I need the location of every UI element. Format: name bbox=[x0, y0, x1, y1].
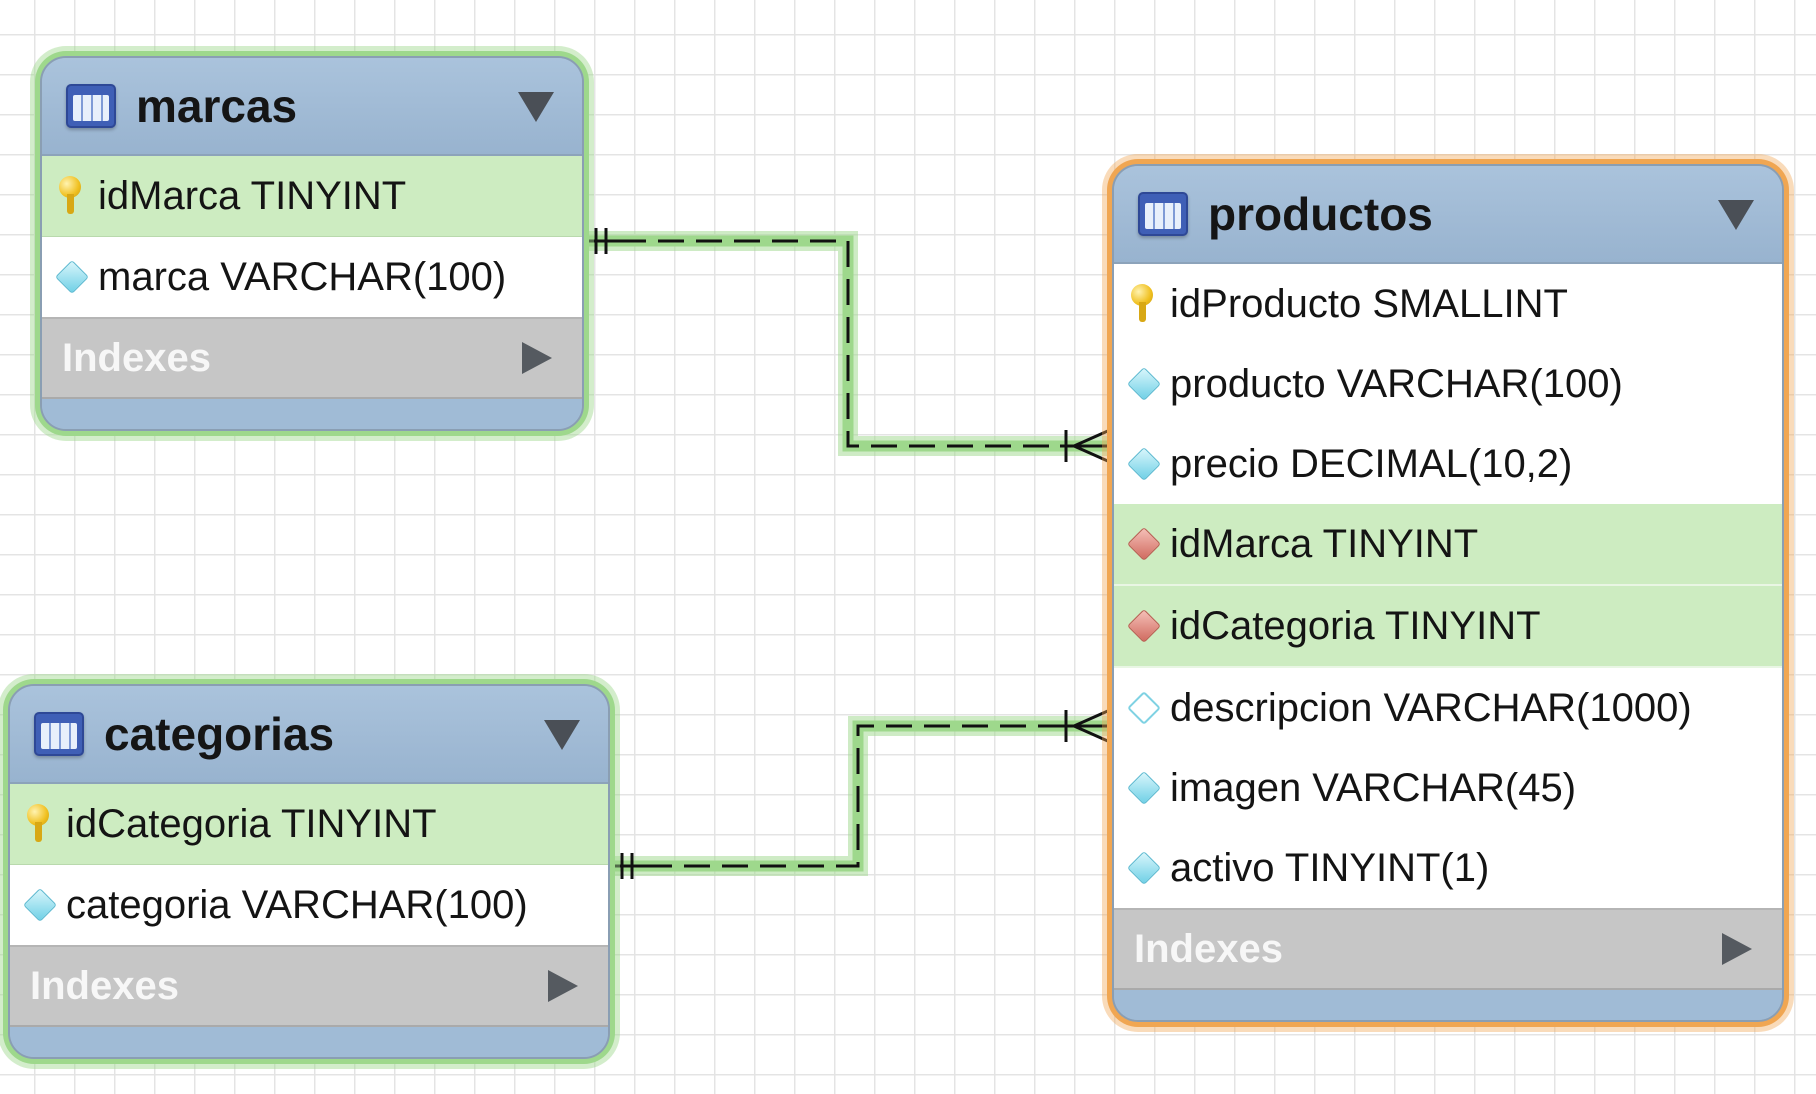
column-row[interactable]: activo TINYINT(1) bbox=[1114, 828, 1782, 908]
table-icon bbox=[66, 84, 116, 128]
collapse-toggle-icon[interactable] bbox=[544, 720, 580, 750]
column-label: imagen VARCHAR(45) bbox=[1170, 765, 1577, 810]
table-marcas[interactable]: marcas idMarca TINYINT marca VARCHAR(100… bbox=[40, 56, 584, 431]
column-row[interactable]: descripcion VARCHAR(1000) bbox=[1114, 668, 1782, 748]
column-label: idCategoria TINYINT bbox=[1170, 603, 1541, 648]
collapse-toggle-icon[interactable] bbox=[1718, 200, 1754, 230]
primary-key-icon bbox=[27, 804, 51, 844]
column-row[interactable]: idProducto SMALLINT bbox=[1114, 264, 1782, 344]
table-title: categorias bbox=[104, 708, 335, 760]
column-label: idMarca TINYINT bbox=[98, 173, 407, 218]
relationship-categorias-productos[interactable] bbox=[608, 708, 1111, 879]
table-productos[interactable]: productos idProducto SMALLINT producto V… bbox=[1112, 164, 1784, 1022]
table-categorias[interactable]: categorias idCategoria TINYINT categoria… bbox=[8, 684, 610, 1059]
column-icon bbox=[1127, 447, 1161, 481]
foreign-key-icon bbox=[1127, 609, 1161, 643]
column-label: producto VARCHAR(100) bbox=[1170, 361, 1623, 406]
table-header[interactable]: productos bbox=[1114, 166, 1782, 264]
column-label: categoria VARCHAR(100) bbox=[66, 882, 528, 927]
table-icon bbox=[34, 712, 84, 756]
indexes-label: Indexes bbox=[62, 336, 211, 380]
relationship-marcas-productos[interactable] bbox=[582, 228, 1111, 464]
primary-key-icon bbox=[59, 176, 83, 216]
collapse-toggle-icon[interactable] bbox=[518, 92, 554, 122]
column-icon bbox=[23, 888, 57, 922]
column-icon bbox=[55, 260, 89, 294]
column-label: activo TINYINT(1) bbox=[1170, 845, 1490, 890]
column-row[interactable]: idCategoria TINYINT bbox=[1114, 586, 1782, 668]
column-row[interactable]: imagen VARCHAR(45) bbox=[1114, 748, 1782, 828]
indexes-section[interactable]: Indexes bbox=[10, 945, 608, 1027]
cardinality-many-marker bbox=[1060, 428, 1111, 464]
cardinality-many-marker bbox=[1060, 708, 1111, 744]
indexes-section[interactable]: Indexes bbox=[42, 317, 582, 399]
table-footer bbox=[42, 399, 582, 429]
table-footer bbox=[10, 1027, 608, 1057]
column-label: idCategoria TINYINT bbox=[66, 801, 437, 846]
column-row[interactable]: precio DECIMAL(10,2) bbox=[1114, 424, 1782, 504]
column-label: idMarca TINYINT bbox=[1170, 521, 1479, 566]
nullable-column-icon bbox=[1127, 691, 1161, 725]
foreign-key-icon bbox=[1127, 527, 1161, 561]
column-row[interactable]: idMarca TINYINT bbox=[42, 156, 582, 237]
column-label: idProducto SMALLINT bbox=[1170, 281, 1568, 326]
table-header[interactable]: marcas bbox=[42, 58, 582, 156]
column-row[interactable]: categoria VARCHAR(100) bbox=[10, 865, 608, 945]
column-icon bbox=[1127, 851, 1161, 885]
column-label: precio DECIMAL(10,2) bbox=[1170, 441, 1573, 486]
column-label: marca VARCHAR(100) bbox=[98, 254, 507, 299]
cardinality-one-marker bbox=[608, 853, 652, 879]
indexes-label: Indexes bbox=[30, 964, 179, 1008]
table-title: productos bbox=[1208, 188, 1433, 240]
column-icon bbox=[1127, 771, 1161, 805]
indexes-section[interactable]: Indexes bbox=[1114, 908, 1782, 990]
primary-key-icon bbox=[1131, 284, 1155, 324]
table-footer bbox=[1114, 990, 1782, 1020]
table-header[interactable]: categorias bbox=[10, 686, 608, 784]
column-row[interactable]: producto VARCHAR(100) bbox=[1114, 344, 1782, 424]
indexes-label: Indexes bbox=[1134, 927, 1283, 971]
column-icon bbox=[1127, 367, 1161, 401]
table-icon bbox=[1138, 192, 1188, 236]
column-row[interactable]: marca VARCHAR(100) bbox=[42, 237, 582, 317]
expand-arrow-icon[interactable] bbox=[548, 970, 578, 1002]
expand-arrow-icon[interactable] bbox=[522, 342, 552, 374]
column-row[interactable]: idMarca TINYINT bbox=[1114, 504, 1782, 586]
expand-arrow-icon[interactable] bbox=[1722, 933, 1752, 965]
column-label: descripcion VARCHAR(1000) bbox=[1170, 685, 1692, 730]
table-title: marcas bbox=[136, 80, 298, 132]
column-row[interactable]: idCategoria TINYINT bbox=[10, 784, 608, 865]
cardinality-one-marker bbox=[582, 228, 626, 254]
